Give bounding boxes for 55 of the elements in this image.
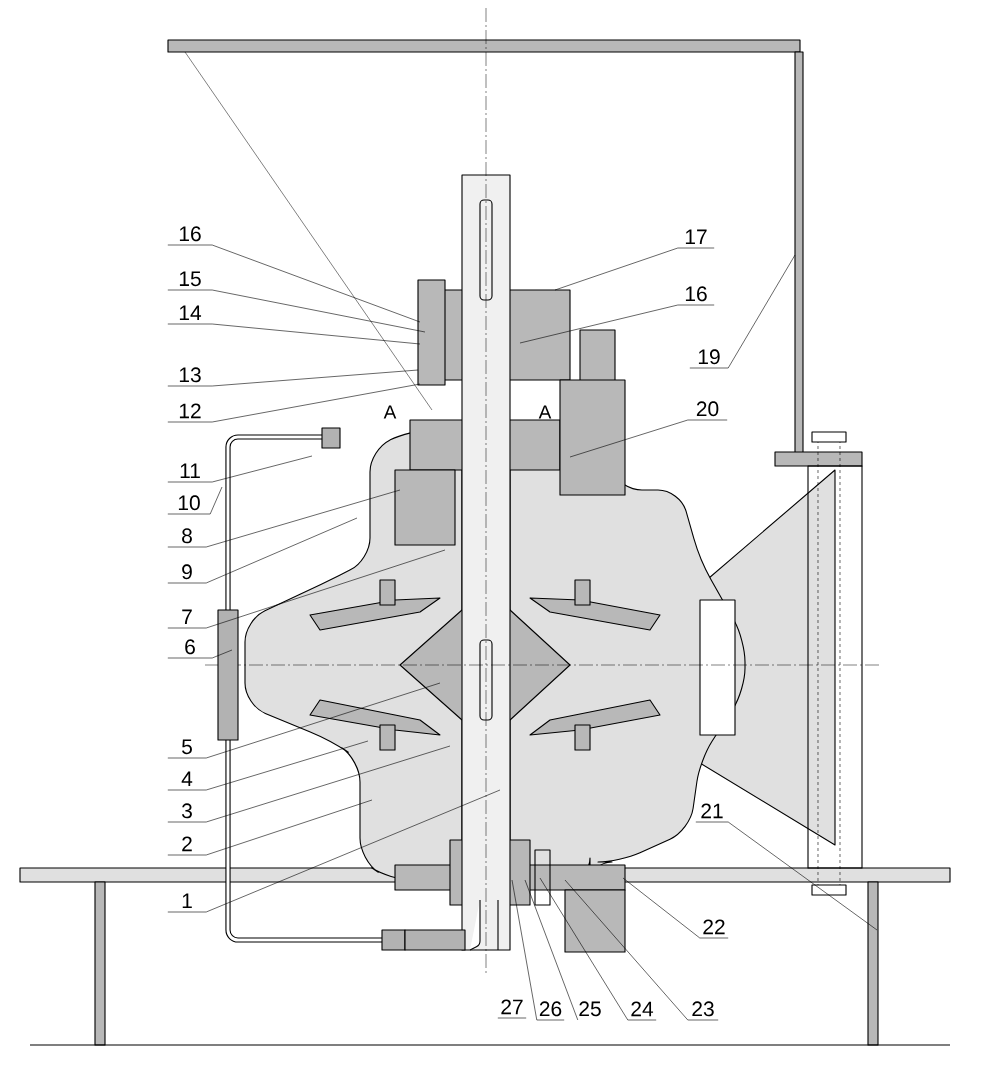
callout-number: 23	[692, 1001, 714, 1017]
callout-number: 21	[701, 803, 723, 819]
callout-number: 10	[178, 495, 200, 511]
callout-number: 14	[179, 305, 202, 321]
callout-number: 25	[579, 1001, 601, 1017]
section-mark: A	[383, 405, 397, 419]
section-mark: A	[538, 405, 552, 419]
callout-number: 12	[179, 403, 201, 419]
leader-line	[167, 799, 373, 856]
callout-number: 26	[539, 1001, 562, 1017]
leader-line	[167, 740, 369, 791]
leader-line	[564, 879, 719, 1021]
callout-number: 2	[182, 836, 192, 852]
callout-number: 11	[180, 463, 200, 479]
leader-line	[689, 254, 796, 369]
callout-number: 1	[182, 893, 192, 909]
leader-line	[167, 369, 419, 387]
leader-line	[167, 549, 446, 629]
callout-number: 17	[685, 229, 707, 245]
callout-number: 6	[185, 639, 195, 655]
callout-number: 4	[181, 771, 193, 787]
leader-line	[569, 419, 728, 458]
leader-line	[167, 383, 421, 423]
callout-number: 22	[703, 919, 725, 935]
leader-line	[511, 879, 565, 1021]
callout-number: 20	[696, 401, 719, 417]
leader-line	[167, 289, 426, 333]
leader-line	[554, 247, 715, 291]
callout-number: 16	[685, 286, 707, 302]
leader-line	[539, 877, 657, 1021]
leader-line	[167, 455, 313, 483]
callout-number: 8	[182, 528, 192, 544]
callout-number: 16	[179, 226, 201, 242]
leader-line	[519, 304, 715, 344]
callout-number: 13	[179, 367, 201, 383]
leader-line	[524, 879, 579, 1021]
leader-line	[167, 486, 223, 515]
callout-number: 9	[182, 564, 192, 580]
leader-line	[167, 649, 233, 659]
leader-line	[167, 682, 441, 759]
callout-number: 19	[698, 349, 720, 365]
callout-number: 5	[182, 739, 192, 755]
callout-number: 3	[181, 803, 192, 819]
callout-number: 15	[179, 271, 201, 287]
callout-number: 7	[182, 609, 192, 625]
leader-line	[695, 821, 878, 931]
leader-line	[167, 517, 358, 584]
leader-line	[167, 323, 421, 345]
leader-line	[167, 745, 451, 823]
leader-line	[167, 244, 421, 323]
leader-line	[622, 877, 729, 939]
leader-line	[167, 789, 501, 913]
callout-number: 24	[631, 1001, 654, 1017]
leader-line	[167, 489, 401, 548]
callout-number: 27	[501, 999, 523, 1015]
